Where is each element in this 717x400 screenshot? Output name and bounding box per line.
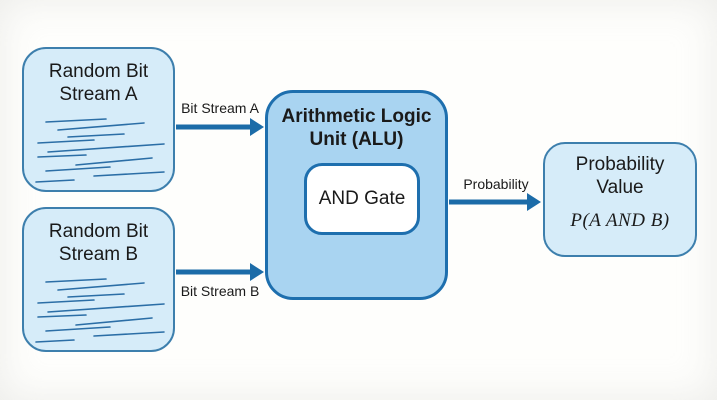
- and-gate-label: AND Gate: [318, 188, 406, 209]
- edge-label-bit-stream-a: Bit Stream A: [181, 100, 259, 116]
- node-title-line1: Arithmetic Logic: [281, 106, 432, 127]
- node-title: Random Bit Stream B: [24, 209, 173, 266]
- node-title-line2: Stream B: [58, 244, 139, 265]
- edge-label-probability: Probability: [463, 176, 529, 192]
- node-random-bit-stream-a: Random Bit Stream A: [22, 47, 175, 192]
- scribble-lines-icon: [34, 278, 165, 343]
- node-and-gate: AND Gate: [304, 163, 420, 235]
- scribble-lines-icon: [34, 118, 165, 183]
- node-title-line2: Unit (ALU): [309, 129, 404, 150]
- right-arrow-icon: [176, 263, 264, 281]
- node-title: Probability Value: [545, 144, 695, 199]
- probability-formula: P(A AND B): [570, 210, 670, 231]
- edge-label-bit-stream-b: Bit Stream B: [180, 283, 260, 299]
- node-title-line2: Value: [596, 177, 644, 198]
- node-title-line1: Random Bit: [48, 61, 149, 82]
- right-arrow-icon: [176, 118, 264, 136]
- right-arrow-icon: [449, 193, 541, 211]
- node-title: Random Bit Stream A: [24, 49, 173, 106]
- node-title: Arithmetic Logic Unit (ALU): [268, 93, 445, 151]
- node-random-bit-stream-b: Random Bit Stream B: [22, 207, 175, 352]
- node-title-line2: Stream A: [59, 84, 138, 105]
- node-probability-value: Probability Value P(A AND B): [543, 142, 697, 257]
- node-alu: Arithmetic Logic Unit (ALU) AND Gate: [265, 90, 448, 300]
- node-title-line1: Probability: [575, 154, 665, 175]
- node-title-line1: Random Bit: [48, 221, 149, 242]
